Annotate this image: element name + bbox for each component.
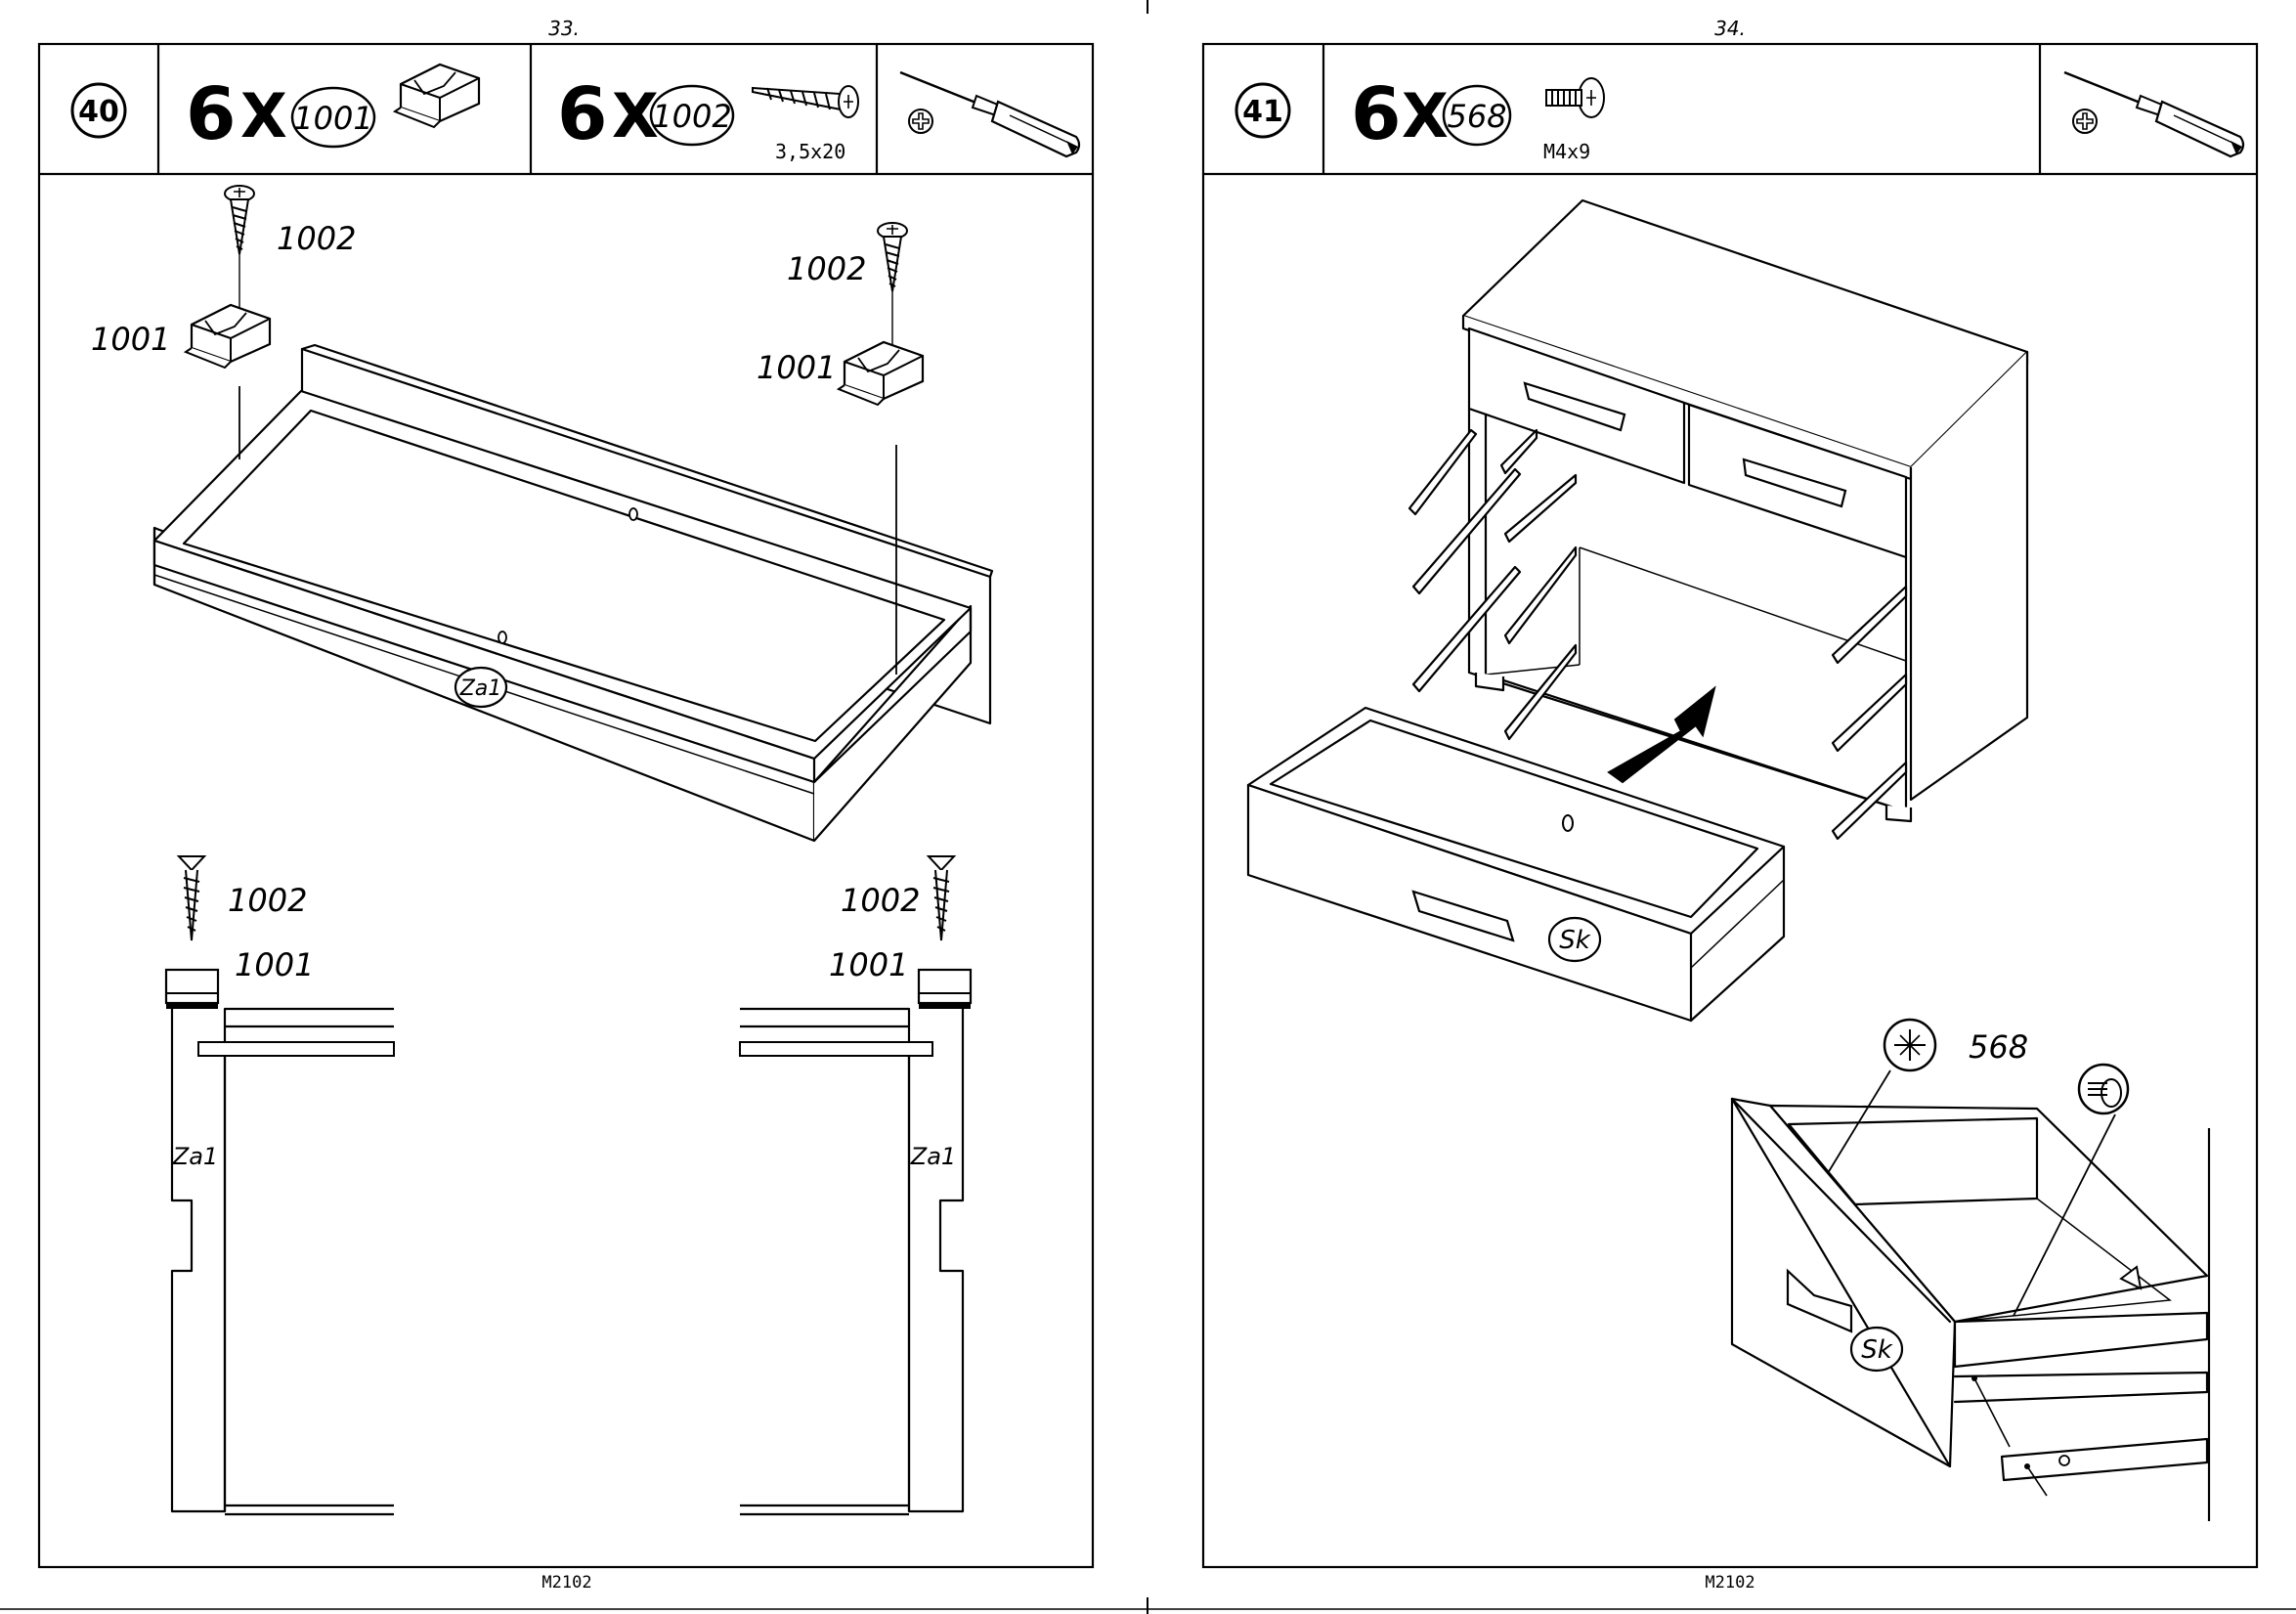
drawer-runner-right [1833, 587, 1906, 839]
phillips-screwdriver-icon [2064, 72, 2243, 156]
callout-detail-panel-left: Za1 [172, 1143, 218, 1170]
part-count-1002: 6 X 1002 3,5x20 [557, 72, 858, 163]
part-id: 1002 [652, 98, 731, 135]
callout-detail-block-left: 1001 [235, 946, 314, 983]
callout-detail-screw-left: 1002 [228, 882, 307, 919]
callout-detail-panel-right: Za1 [910, 1143, 956, 1170]
callout-screw-right: 1002 [787, 250, 866, 287]
phillips-screwdriver-icon [900, 72, 1079, 156]
chest-of-drawers-illustration: Sk [1248, 200, 2027, 1021]
drawer-sk: Sk [1248, 708, 1784, 1021]
detail-right: 1002 1001 Za1 [740, 856, 971, 1514]
drawer-runner-left [1409, 430, 1576, 739]
callout-screw-left: 1002 [277, 220, 356, 257]
corner-block-1001-right [839, 342, 923, 405]
part-spec: M4x9 [1543, 140, 1590, 163]
step-number: 41 [1242, 95, 1283, 129]
part-times: X [1402, 80, 1449, 152]
detail-left: 1002 1001 Za1 [166, 856, 394, 1514]
callout-detail-screw-right: 1002 [841, 882, 920, 919]
insert-arrow-icon [1609, 688, 1714, 782]
part-qty: 6 [557, 72, 608, 156]
screw-1002-left [225, 186, 254, 254]
footer-code: M2102 [542, 1573, 591, 1592]
drawer-box-illustration: Za1 [154, 244, 992, 841]
part-count-1001: 6 X 1001 [186, 65, 479, 156]
corner-block-1001-left [186, 305, 270, 368]
callout-block-left: 1001 [91, 321, 170, 358]
step-badge: 40 [72, 84, 125, 137]
callout-block-right: 1001 [757, 349, 836, 386]
panel-label: Za1 [459, 676, 502, 701]
part-id: 1001 [293, 100, 372, 137]
step-badge: 41 [1236, 84, 1289, 137]
screw-1002-right [878, 223, 907, 291]
part-qty: 6 [1351, 72, 1402, 156]
corner-block-icon [395, 65, 479, 127]
detail-drawer-fixing: Sk 568 [1732, 1020, 2209, 1521]
page-right: 34. 41 6 X 568 M4x9 [1203, 17, 2257, 1592]
machine-screw-icon [1546, 78, 1604, 117]
page-left: 33. 40 6 X 1001 6 X 1002 [39, 0, 1148, 1592]
callout-detail-screw: 568 [1969, 1028, 2028, 1066]
detail-drawer-label: Sk [1861, 1335, 1893, 1365]
page-frame [39, 44, 1093, 1567]
callout-detail-block-right: 1001 [829, 946, 908, 983]
page-number: 34. [1714, 17, 1746, 40]
step-number: 40 [78, 95, 119, 129]
part-times: X [240, 80, 287, 152]
drawer-label: Sk [1559, 926, 1591, 955]
part-spec: 3,5x20 [775, 140, 845, 163]
part-qty: 6 [186, 72, 237, 156]
wood-screw-icon [753, 86, 858, 117]
part-id: 568 [1447, 98, 1506, 135]
part-count-568: 6 X 568 M4x9 [1351, 72, 1604, 163]
page-number: 33. [548, 17, 580, 40]
footer-code: M2102 [1705, 1573, 1754, 1592]
